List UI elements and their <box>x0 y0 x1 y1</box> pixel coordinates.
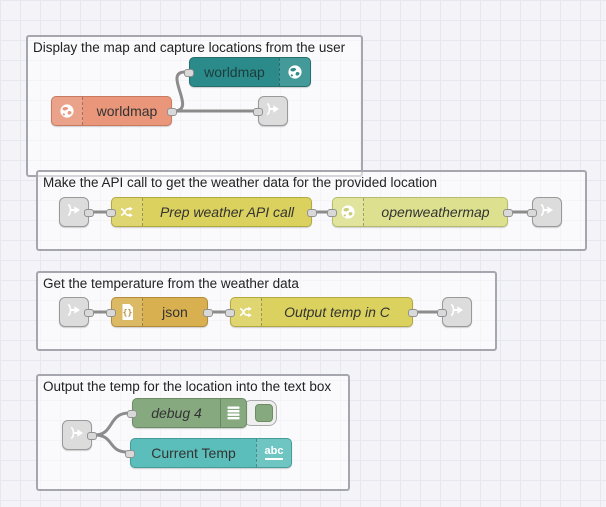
output-port[interactable] <box>307 209 317 217</box>
node-label: openweathermap <box>381 204 490 220</box>
input-port[interactable] <box>327 209 337 217</box>
input-port[interactable] <box>437 309 447 317</box>
function-shuffle-icon <box>112 198 143 226</box>
node-json[interactable]: {} json <box>106 297 213 327</box>
node-label: json <box>162 304 188 320</box>
globe-icon <box>333 198 364 226</box>
node-label: worldmap <box>96 103 158 119</box>
node-label: Current Temp <box>151 445 236 461</box>
json-file-icon: {} <box>112 298 143 326</box>
node-link-out[interactable] <box>253 96 288 126</box>
wire[interactable] <box>172 70 187 113</box>
output-port[interactable] <box>87 432 97 440</box>
node-current-temp[interactable]: Current Temp abc <box>125 438 292 468</box>
node-function-output-temp[interactable]: Output temp in C <box>225 297 418 327</box>
output-port[interactable] <box>503 209 513 217</box>
node-debug-4[interactable]: debug 4 <box>127 398 247 428</box>
output-port[interactable] <box>408 309 418 317</box>
node-label: debug 4 <box>151 405 202 421</box>
group-output-temp[interactable]: Output the temp for the location into th… <box>36 374 350 491</box>
link-out-arrow-icon <box>265 101 281 122</box>
link-out-arrow-icon <box>539 202 555 223</box>
link-in-arrow-icon <box>66 302 82 323</box>
input-port[interactable] <box>225 309 235 317</box>
node-label: Prep weather API call <box>159 204 295 220</box>
node-openweathermap[interactable]: openweathermap <box>327 197 513 227</box>
node-function-prep-weather[interactable]: Prep weather API call <box>106 197 317 227</box>
input-port[interactable] <box>106 309 116 317</box>
node-worldmap[interactable]: worldmap <box>51 96 177 126</box>
node-label: worldmap <box>204 64 265 80</box>
node-link-in[interactable] <box>59 197 94 227</box>
debug-toggle-holder <box>243 400 277 426</box>
node-link-in[interactable] <box>62 420 97 450</box>
svg-text:{}: {} <box>122 308 132 317</box>
input-port[interactable] <box>527 209 537 217</box>
output-port[interactable] <box>203 309 213 317</box>
output-port[interactable] <box>84 209 94 217</box>
node-link-out[interactable] <box>437 297 472 327</box>
function-shuffle-icon <box>231 298 262 326</box>
node-link-out[interactable] <box>527 197 562 227</box>
globe-icon <box>52 97 83 125</box>
globe-icon <box>279 58 310 86</box>
debug-list-icon <box>220 399 246 427</box>
link-in-arrow-icon <box>69 425 85 446</box>
group-title: Display the map and capture locations fr… <box>33 40 346 55</box>
input-port[interactable] <box>125 450 135 458</box>
input-port[interactable] <box>253 108 263 116</box>
output-port[interactable] <box>84 309 94 317</box>
group-title: Output the temp for the location into th… <box>43 379 332 394</box>
abc-text-icon: abc <box>256 439 291 467</box>
wire[interactable] <box>93 433 129 454</box>
link-in-arrow-icon <box>66 202 82 223</box>
node-label: Output temp in C <box>284 304 390 320</box>
group-title: Get the temperature from the weather dat… <box>43 276 299 291</box>
debug-enable-toggle-button[interactable] <box>255 404 273 422</box>
group-title: Make the API call to get the weather dat… <box>43 175 437 190</box>
wire[interactable] <box>93 411 131 437</box>
link-out-arrow-icon <box>449 302 465 323</box>
input-port[interactable] <box>184 69 194 77</box>
node-link-in[interactable] <box>59 297 94 327</box>
input-port[interactable] <box>127 410 137 418</box>
node-worldmap-in[interactable]: worldmap <box>184 57 311 87</box>
input-port[interactable] <box>106 209 116 217</box>
output-port[interactable] <box>167 108 177 116</box>
